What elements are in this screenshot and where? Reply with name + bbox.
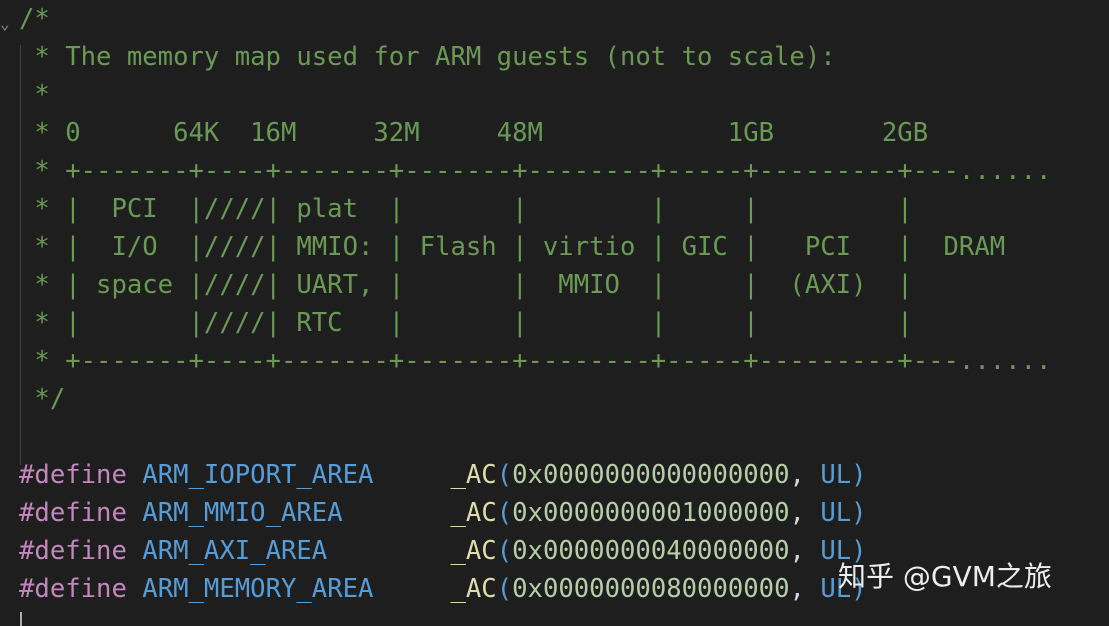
open-paren: ( [496,536,513,566]
open-paren: ( [496,574,513,604]
hex-value: 0x0000000040000000 [512,536,790,566]
text-cursor [20,612,22,626]
ac-macro: _AC [450,460,497,490]
code-line-blank [19,418,1051,456]
code-line-comment: * +-------+----+-------+-------+--------… [19,346,1052,376]
hex-value: 0x0000000080000000 [512,574,790,604]
ac-macro: _AC [450,536,497,566]
macro-name: ARM_MEMORY_AREA [142,574,374,604]
code-line-comment: * | space |////| UART, | | MMIO | | (AXI… [19,270,913,300]
alignment-space [373,574,450,604]
ac-macro: _AC [450,498,497,528]
code-line-comment: */ [19,384,66,414]
ac-macro: _AC [450,574,497,604]
hex-value: 0x0000000001000000 [512,498,790,528]
code-line-comment: * | I/O |////| MMIO: | Flash | virtio | … [19,232,1006,262]
alignment-space [327,536,450,566]
comma: , [789,536,821,566]
define-line-memory: #define ARM_MEMORY_AREA _AC(0x0000000080… [19,570,1051,608]
define-keyword: #define [19,460,127,490]
macro-name: ARM_IOPORT_AREA [142,460,374,490]
comma: , [789,460,821,490]
macro-name: ARM_MMIO_AREA [142,498,343,528]
ul-suffix: UL [820,498,852,528]
comma: , [789,498,821,528]
define-keyword: #define [19,536,127,566]
ul-suffix: UL [820,536,852,566]
open-paren: ( [496,498,513,528]
code-line-comment: * | PCI |////| plat | | | | | [19,194,913,224]
code-line-comment: * [19,80,50,110]
define-line-axi: #define ARM_AXI_AREA _AC(0x0000000040000… [19,532,1051,570]
macro-name: ARM_AXI_AREA [142,536,328,566]
close-paren: ) [851,498,867,528]
code-line-comment: /* [19,4,50,34]
hex-value: 0x0000000000000000 [512,460,790,490]
define-line-mmio: #define ARM_MMIO_AREA _AC(0x000000000100… [19,494,1051,532]
code-content[interactable]: /* * The memory map used for ARM guests … [19,0,1051,608]
code-line-comment: * | |////| RTC | | | | | [19,308,913,338]
open-paren: ( [496,460,513,490]
define-keyword: #define [19,574,127,604]
define-line-ioport: #define ARM_IOPORT_AREA _AC(0x0000000000… [19,456,1051,494]
alignment-space [373,460,450,490]
code-line-comment: * +-------+----+-------+-------+--------… [19,156,1052,186]
close-paren: ) [851,574,867,604]
ul-suffix: UL [820,460,852,490]
close-paren: ) [851,536,867,566]
watermark: 知乎 @GVM之旅 [838,560,1052,593]
code-line-comment: * The memory map used for ARM guests (no… [19,42,836,72]
close-paren: ) [851,460,867,490]
fold-chevron-icon[interactable]: ⌄ [0,14,10,33]
code-line-comment: * 0 64K 16M 32M 48M 1GB 2GB [19,118,929,148]
define-keyword: #define [19,498,127,528]
indent-guide [20,45,21,465]
ul-suffix: UL [820,574,852,604]
alignment-space [343,498,451,528]
comma: , [789,574,821,604]
